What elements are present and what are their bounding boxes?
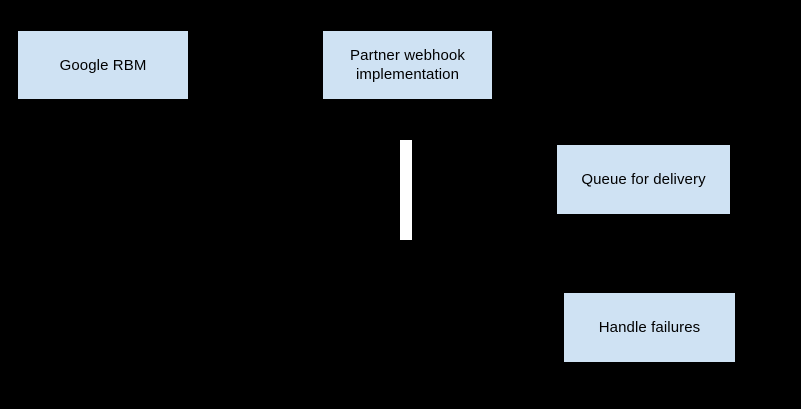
diagram-node-partner-webhook[interactable]: Partner webhook implementation xyxy=(323,31,492,99)
diagram-node-handle-failures[interactable]: Handle failures xyxy=(564,293,735,362)
diagram-node-queue-for-delivery[interactable]: Queue for delivery xyxy=(557,145,730,214)
diagram-connector-vertical-bar xyxy=(400,140,412,240)
diagram-node-google-rbm[interactable]: Google RBM xyxy=(18,31,188,99)
